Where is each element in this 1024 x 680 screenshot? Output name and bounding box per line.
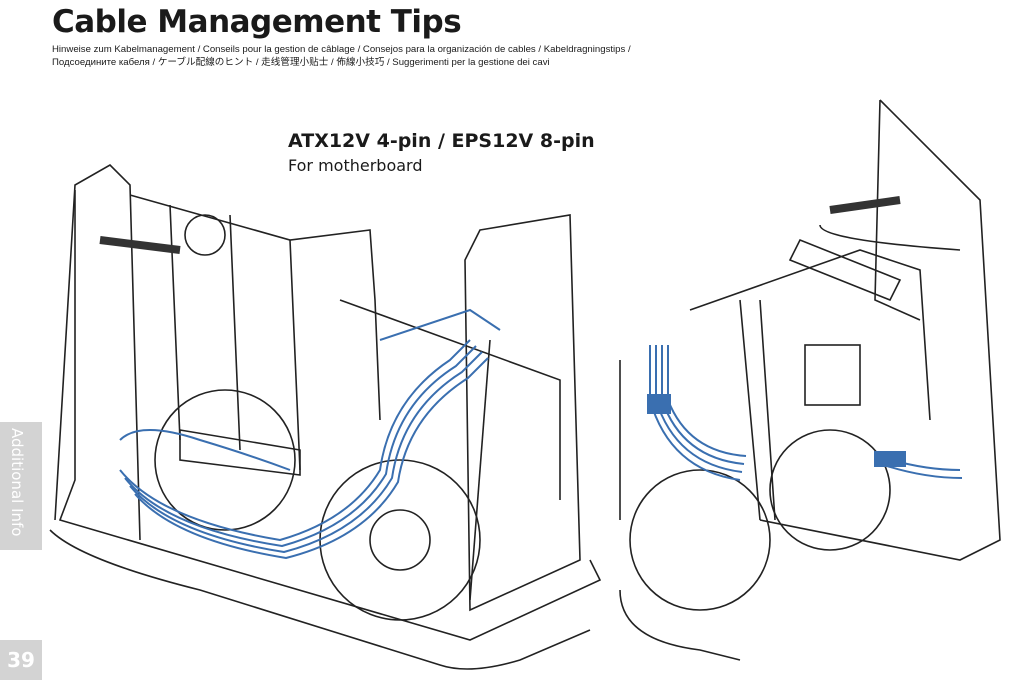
callout-subtitle: For motherboard	[288, 156, 423, 175]
right-case-illustration	[619, 99, 1001, 661]
subtitle-line-2: Подсоедините кабеля / ケーブル配線のヒント / 走线管理小…	[52, 57, 550, 68]
page-subtitle: Hinweise zum Kabelmanagement / Conseils …	[52, 43, 752, 69]
callout-title: ATX12V 4-pin / EPS12V 8-pin	[288, 130, 595, 152]
blue-cable-bundle	[119, 308, 501, 560]
page-number: 39	[0, 640, 42, 680]
left-case-illustration	[49, 164, 602, 670]
blue-cable-bundle-right	[647, 345, 963, 481]
section-tab-label: Additional Info	[8, 428, 26, 537]
subtitle-line-1: Hinweise zum Kabelmanagement / Conseils …	[52, 44, 631, 55]
page-title: Cable Management Tips	[52, 4, 462, 40]
section-tab: Additional Info	[0, 422, 42, 550]
